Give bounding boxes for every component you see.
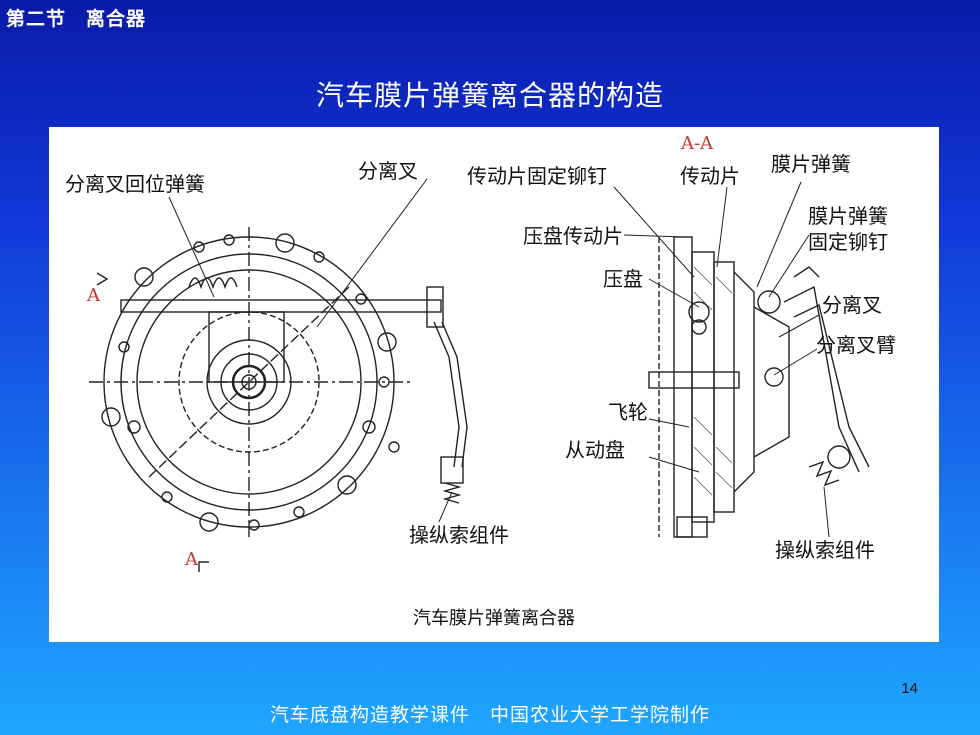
label-release-fork-top: 分离叉 (358, 159, 418, 183)
mark-a-upper: A (87, 285, 100, 306)
page-number: 14 (901, 680, 918, 697)
label-diaphragm-spring: 膜片弹簧 (771, 152, 851, 176)
footer-credit: 汽车底盘构造教学课件 中国农业大学工学院制作 (269, 704, 710, 726)
section-mark-aa: A-A (681, 133, 714, 154)
label-pressure-plate: 压盘 (603, 267, 643, 291)
label-cable-assembly-left: 操纵索组件 (409, 523, 509, 547)
label-release-fork-right: 分离叉 (822, 293, 882, 317)
label-driven-disc: 从动盘 (565, 438, 625, 462)
label-cable-assembly-right: 操纵索组件 (775, 538, 875, 562)
mark-a-lower: A (185, 549, 198, 570)
diagram-panel: A-A A A 分离叉回位弹簧 分离叉 传动片固定铆钉 传动片 膜片弹簧 膜片弹… (49, 127, 939, 642)
label-drive-plate: 传动片 (680, 164, 740, 188)
diagram-caption: 汽车膜片弹簧离合器 (413, 608, 575, 629)
rim-bolts (101, 233, 400, 532)
label-flywheel: 飞轮 (608, 400, 648, 424)
label-diaphragm-spring-rivet-2: 固定铆钉 (808, 230, 888, 254)
label-diaphragm-spring-rivet-1: 膜片弹簧 (808, 204, 888, 228)
label-pressure-plate-drive: 压盘传动片 (523, 224, 623, 248)
label-release-fork-arm: 分离叉臂 (816, 333, 896, 357)
section-heading: 第二节 离合器 (6, 8, 147, 30)
label-drive-plate-rivet: 传动片固定铆钉 (467, 164, 607, 188)
clutch-drawing (89, 178, 870, 572)
slide-title: 汽车膜片弹簧离合器的构造 (315, 79, 664, 112)
label-release-fork-return-spring: 分离叉回位弹簧 (65, 172, 205, 196)
